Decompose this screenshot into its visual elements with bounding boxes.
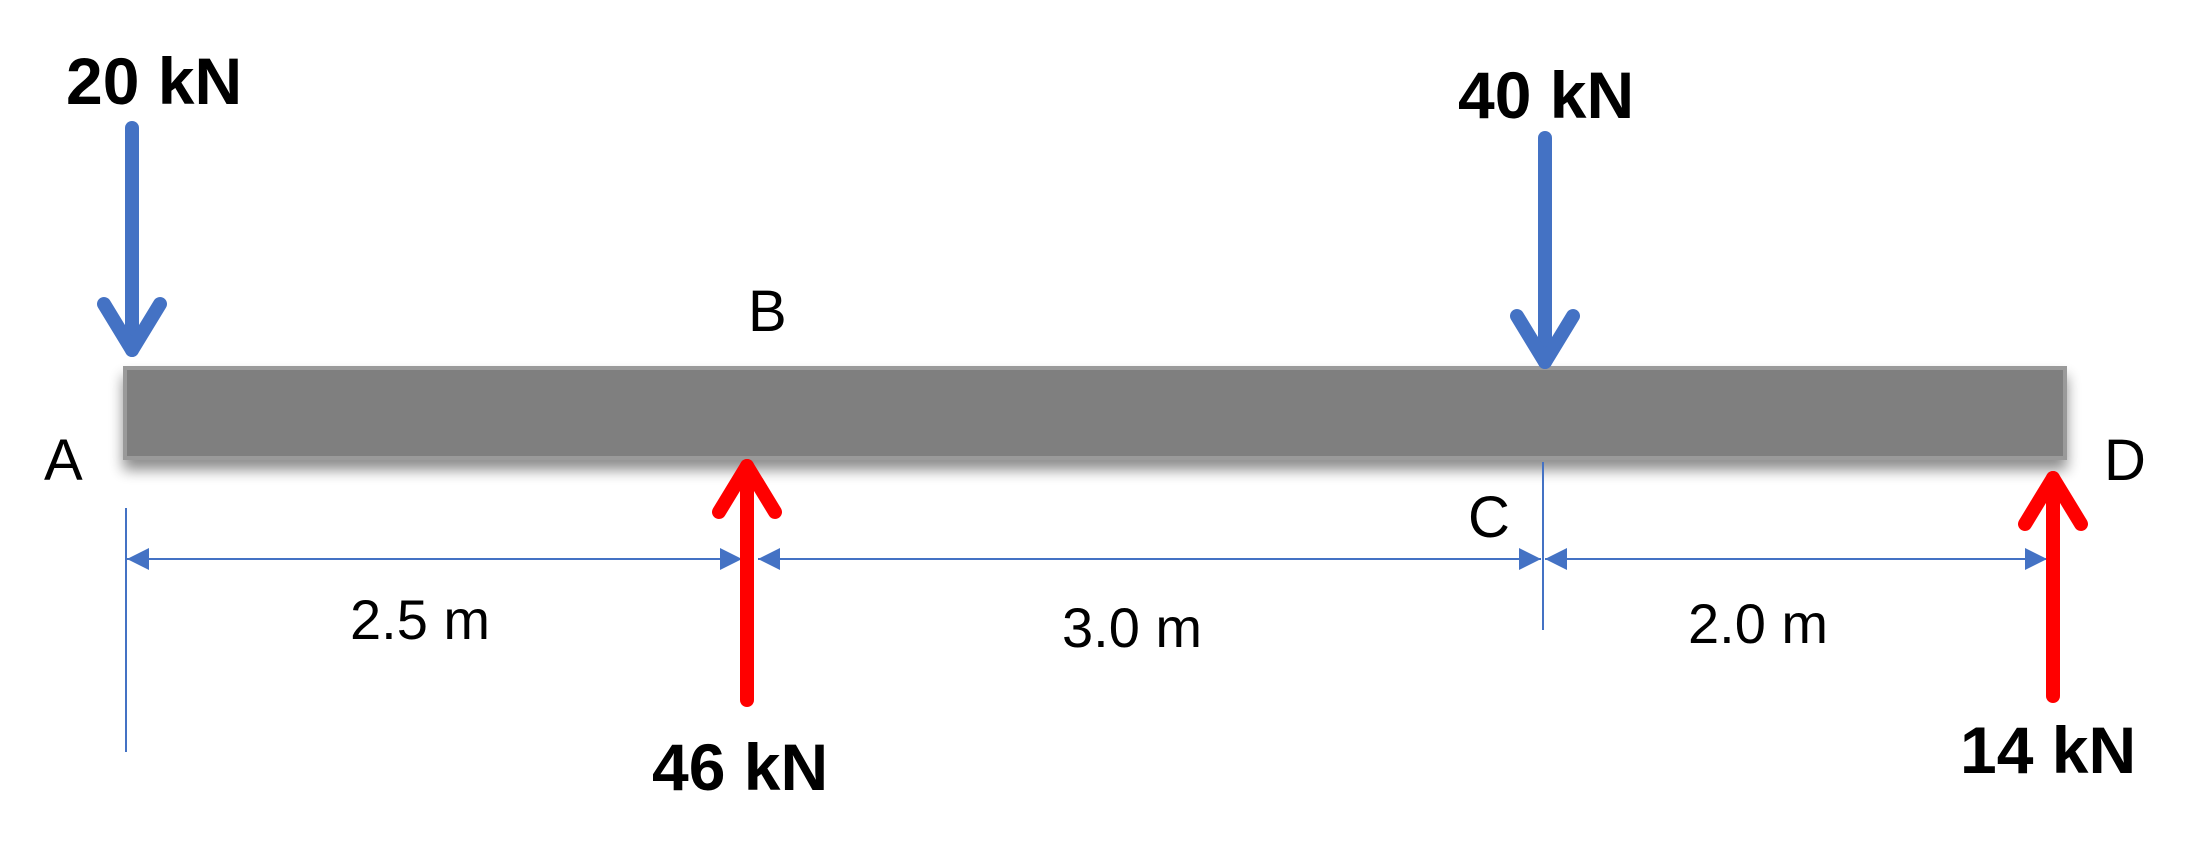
dimension-label-cd: 2.0 m xyxy=(1688,592,1829,655)
point-label-a: A xyxy=(44,428,83,493)
load-label-a: 20 kN xyxy=(66,44,243,118)
reaction-arrow-d xyxy=(2018,471,2088,703)
point-label-b: B xyxy=(748,279,787,344)
reaction-label-b: 46 kN xyxy=(652,730,829,804)
load-label-c: 40 kN xyxy=(1458,58,1635,132)
load-arrow-a xyxy=(97,121,167,357)
dimension-label-ab: 2.5 m xyxy=(350,588,491,651)
reaction-label-d: 14 kN xyxy=(1960,713,2137,787)
point-label-c: C xyxy=(1468,485,1510,550)
dimension-label-bc: 3.0 m xyxy=(1062,596,1203,659)
load-arrow-c xyxy=(1510,131,1580,369)
beam xyxy=(123,366,2067,460)
reaction-arrow-b xyxy=(712,459,782,707)
point-label-d: D xyxy=(2104,428,2146,493)
